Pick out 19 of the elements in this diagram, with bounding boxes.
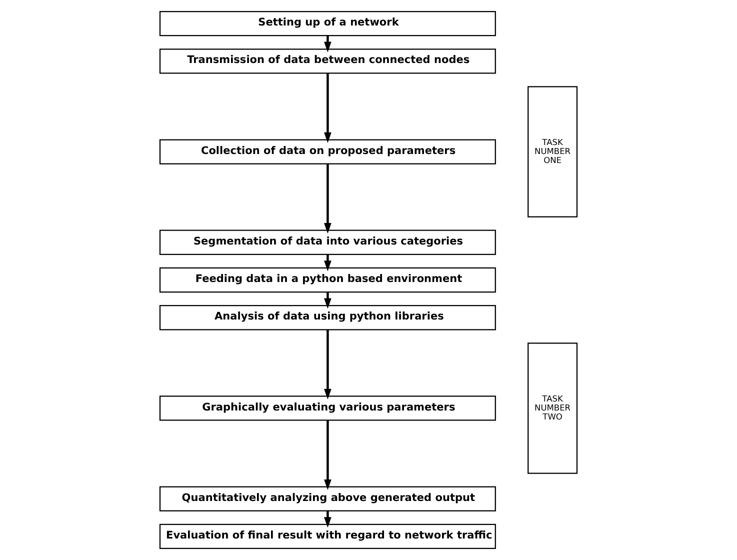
arrow [324,164,332,234]
node-box: Feeding data in a python based environment [159,267,496,293]
arrow [324,254,332,272]
node-box: TASK NUMBER TWO [528,342,578,474]
arrow [324,420,332,490]
node-box: Analysis of data using python libraries [159,305,496,330]
node-box: TASK NUMBER ONE [528,86,578,218]
arrow [324,36,332,52]
node-box: Collection of data on proposed parameters [159,139,496,164]
arrow [324,511,332,528]
node-box: Transmission of data between connected nodes [159,48,496,74]
node-box: Quantitatively analyzing above generated output [159,486,496,512]
node-box: Setting up of a network [159,10,496,36]
node-box: Evaluation of final result with regard to network traffic [159,524,496,550]
arrow [324,292,332,309]
arrow [324,73,332,143]
node-box: Graphically evaluating various parameters [159,396,496,421]
node-box: Segmentation of data into various categories [159,230,496,255]
arrow [324,330,332,400]
